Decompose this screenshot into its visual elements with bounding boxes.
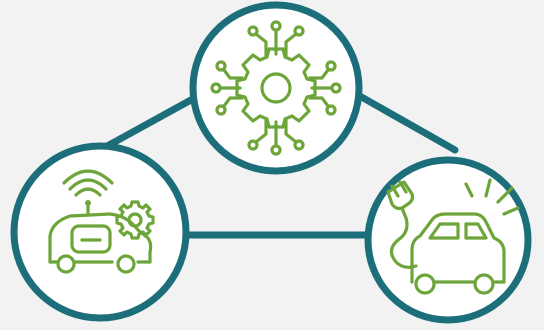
- node-autonomous: [10, 142, 190, 322]
- link-technology-electric: [354, 91, 459, 154]
- link-technology-autonomous: [96, 91, 204, 154]
- node-technology: [189, 1, 363, 175]
- node-electric-ring: [364, 156, 532, 324]
- circuit-gear-icon: [210, 20, 342, 156]
- node-autonomous-ring: [10, 142, 190, 322]
- node-technology-ring: [189, 1, 363, 175]
- node-electric: [364, 156, 532, 324]
- autonomous-car-icon: [48, 169, 155, 274]
- electric-car-icon: [386, 178, 520, 295]
